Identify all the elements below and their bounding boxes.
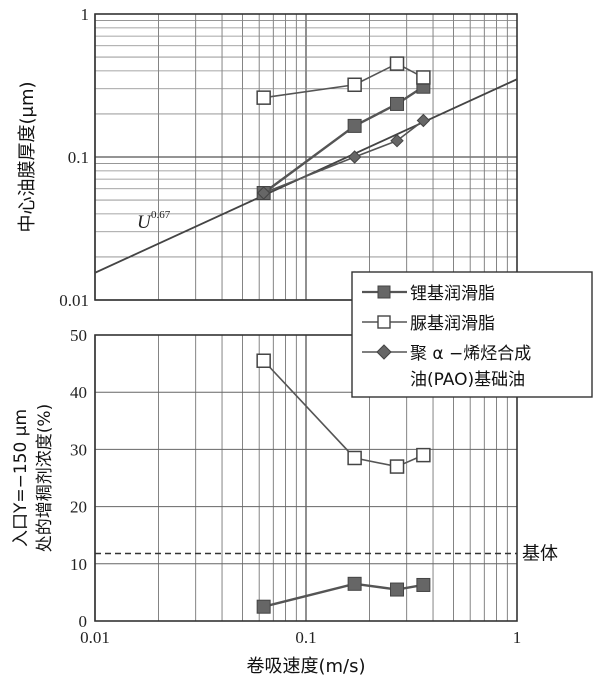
x-tick-label: 0.1 [295, 628, 316, 647]
legend: 锂基润滑脂 脲基润滑脂 聚 α −烯烃合成 油(PAO)基础油 [351, 271, 593, 398]
series-line [263, 119, 424, 194]
x-tick-label: 0.01 [80, 628, 110, 647]
filled-square-marker [347, 118, 362, 133]
series-line [263, 62, 424, 99]
y-tick-label: 20 [70, 498, 87, 517]
open-square-marker [389, 56, 405, 71]
diamond-marker [416, 113, 431, 128]
u-annotation: U [137, 212, 152, 233]
x-tick-label: 1 [513, 628, 522, 647]
series-0 [256, 79, 431, 201]
filled-square-marker [256, 599, 271, 614]
baseline-label: 基体 [522, 544, 558, 565]
open-square-marker [416, 70, 431, 85]
legend-entry-lithium: 锂基润滑脂 [362, 284, 495, 304]
y-tick-label: 10 [70, 555, 87, 574]
open-square-marker [347, 450, 362, 466]
legend-label: 锂基润滑脂 [410, 284, 495, 304]
series-1 [256, 56, 431, 105]
top-plot-frame [94, 13, 518, 301]
series-1 [256, 353, 431, 474]
filled-square-marker [390, 582, 405, 597]
y-tick-label: 30 [70, 440, 87, 459]
top-panel: 0.01 0.1 1 U 0.67 中心油膜厚度(μm) [17, 5, 518, 310]
series-2 [256, 113, 431, 200]
legend-entry-pao: 聚 α −烯烃合成 油(PAO)基础油 [362, 344, 531, 390]
diamond-marker [347, 150, 362, 164]
series-0 [256, 576, 431, 614]
x-axis-label: 卷吸速度(m/s) [246, 656, 365, 677]
bottom-y-ticks: 0 10 20 30 40 50 [70, 326, 87, 631]
bottom-y-axis-label-line1: 入口Y=−150 μm [11, 409, 31, 547]
bottom-plot-frame [94, 334, 518, 622]
y-tick-label: 0.01 [59, 291, 89, 310]
series-line [263, 582, 424, 608]
legend-entry-urea: 脲基润滑脂 [362, 314, 495, 334]
u-exponent: 0.67 [151, 209, 171, 221]
bottom-x-ticks: 0.01 0.1 1 [80, 628, 521, 647]
diamond-marker [256, 186, 271, 200]
legend-label: 油(PAO)基础油 [410, 370, 525, 390]
filled-square-marker [390, 96, 405, 111]
y-tick-label: 40 [70, 383, 87, 402]
open-square-marker [347, 77, 362, 93]
y-tick-label: 0 [79, 612, 88, 631]
series-line [262, 85, 425, 194]
series-line [263, 360, 424, 468]
top-series [256, 56, 431, 201]
y-tick-label: 0.1 [68, 148, 89, 167]
top-y-ticks: 0.01 0.1 1 [59, 5, 89, 310]
open-square-marker [256, 353, 271, 368]
top-y-axis-label: 中心油膜厚度(μm) [17, 81, 38, 232]
bottom-series [256, 353, 431, 614]
filled-square-marker [377, 285, 391, 299]
open-square-marker [416, 447, 431, 463]
y-tick-label: 1 [81, 5, 90, 24]
open-square-marker [377, 315, 391, 329]
legend-label: 脲基润滑脂 [410, 314, 495, 334]
diamond-marker [390, 133, 404, 148]
open-square-marker [256, 90, 271, 105]
filled-square-marker [347, 576, 362, 591]
top-annotation: U 0.67 [137, 209, 171, 233]
y-tick-label: 50 [70, 326, 87, 345]
bottom-y-axis-label-line2: 处的增稠剂浓度(%) [35, 404, 55, 552]
open-square-marker [389, 459, 405, 474]
top-grid [94, 14, 517, 301]
filled-square-marker [416, 577, 431, 592]
diamond-marker [376, 344, 392, 360]
legend-label: 聚 α −烯烃合成 [410, 344, 531, 364]
